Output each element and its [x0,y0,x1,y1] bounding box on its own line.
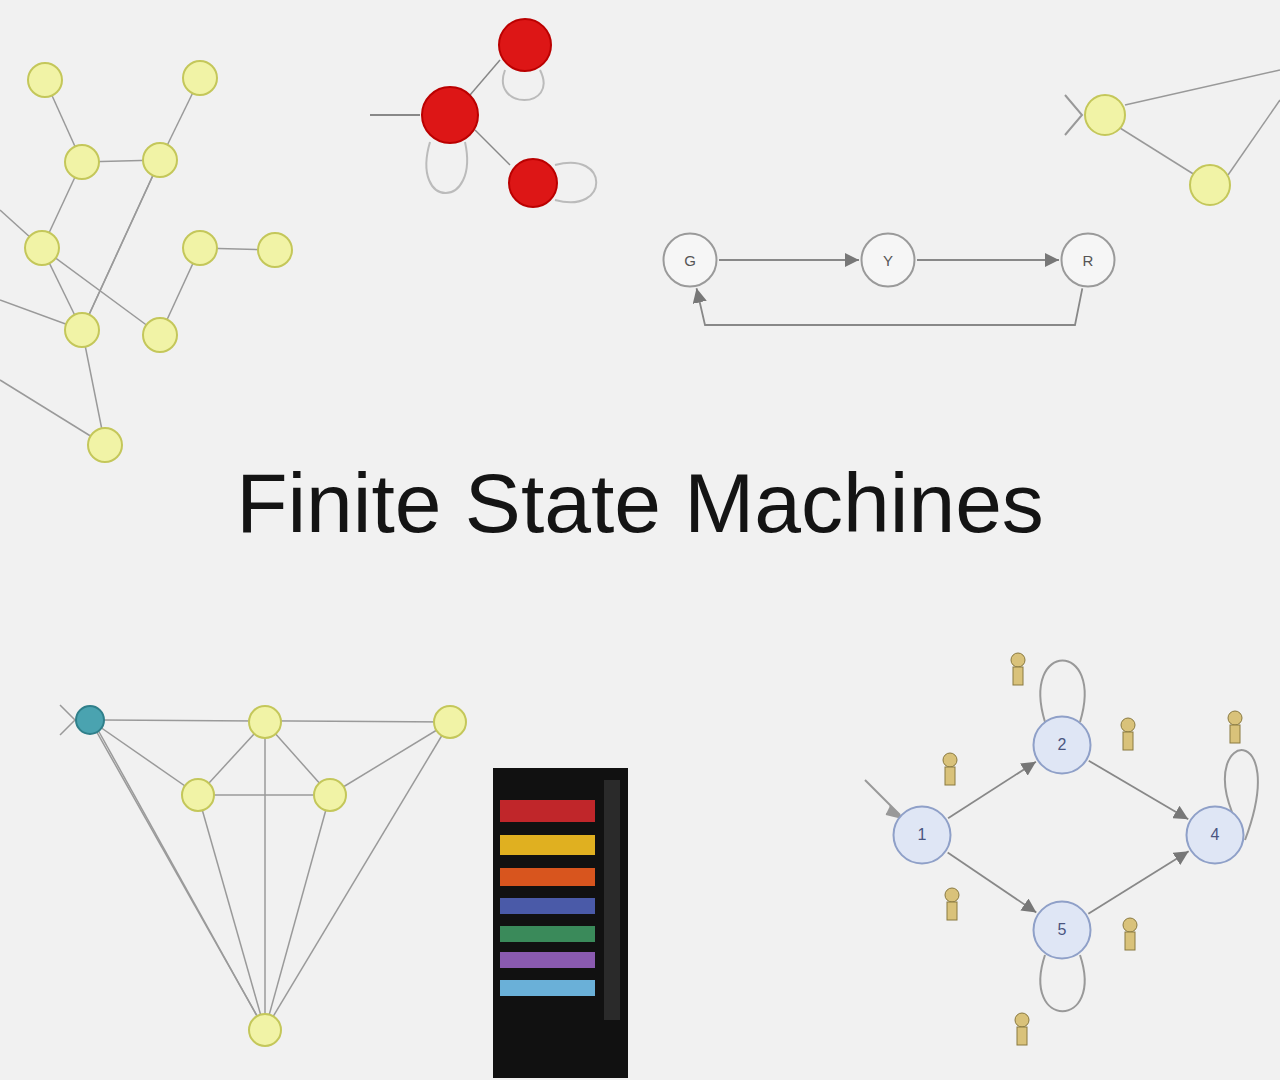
state-shape [664,234,717,287]
transition-arrow [1089,761,1189,820]
transition-arrow [948,762,1036,818]
circle-outline [1185,805,1245,865]
state-text-group: 1 [892,805,952,865]
state-label: R [1083,252,1094,269]
state-label: 1 [918,826,927,844]
triangle-states [76,706,466,1046]
title: Finite State Machines [0,455,1280,552]
yellow-graph-small [1065,70,1280,205]
yellow-graph [0,78,275,445]
red-graph [370,19,596,207]
state-text-group: Y [860,232,916,288]
self-loops [865,661,1258,1012]
circle-outline [860,232,916,288]
state-label: 4 [1211,826,1220,844]
vending-machine [493,768,628,1078]
circle-outline [892,805,952,865]
circle-outline [662,232,718,288]
circle-outline [1032,715,1092,775]
state-circle: 5 [1032,900,1092,960]
transition-arrow [697,288,1083,325]
yellow-states [25,61,292,462]
figures [943,653,1242,1045]
state-shape [894,807,951,864]
state-label: Y [883,252,893,269]
state-label: 5 [1058,921,1067,939]
circle-outline [1060,232,1116,288]
circle-outline [1032,900,1092,960]
state-shape [862,234,915,287]
transition-arrow [948,852,1037,912]
state-circle: 1 [892,805,952,865]
state-shape [1034,902,1091,959]
state-circle: G [662,232,718,288]
transition-arrow [1088,851,1188,913]
transition-arrow [719,259,859,261]
state-circle: 2 [1032,715,1092,775]
state-label: 2 [1058,736,1067,754]
state-text-group: 2 [1032,715,1092,775]
state-circle: 4 [1185,805,1245,865]
state-circle: R [1060,232,1116,288]
state-text-group: R [1060,232,1116,288]
state-text-group: 5 [1032,900,1092,960]
state-shape [1187,807,1244,864]
state-shape [1062,234,1115,287]
transition-arrow [917,259,1059,261]
state-circle: Y [860,232,916,288]
state-text-group: G [662,232,718,288]
state-text-group: 4 [1185,805,1245,865]
triangle-graph [60,705,450,1030]
state-label: G [684,252,696,269]
state-shape [1034,717,1091,774]
